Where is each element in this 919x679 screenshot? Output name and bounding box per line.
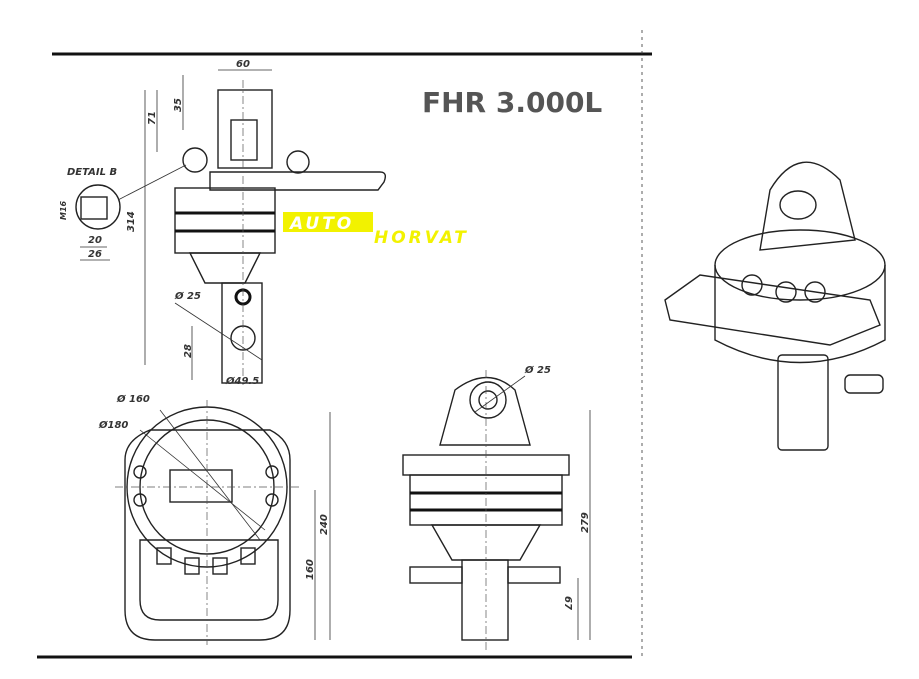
- dim-hole-25-front: Ø 25: [524, 364, 551, 376]
- rotator-body: [174, 187, 276, 254]
- hose-fitting-right: [286, 150, 310, 174]
- fitting-left: [409, 566, 463, 584]
- dim-hole-25: Ø 25: [174, 290, 201, 302]
- dim-180-dia: Ø180: [98, 419, 128, 431]
- detail-label: DETAIL B: [67, 167, 117, 178]
- shaft: [221, 282, 263, 384]
- iso-lug: [759, 161, 856, 251]
- dim-71: 71: [147, 111, 158, 125]
- dim-67: 67: [562, 596, 573, 610]
- dim-240: 240: [319, 514, 330, 535]
- bracket-arm: [209, 171, 387, 191]
- rotator-cone: [188, 252, 262, 284]
- dim-m16: M16: [59, 200, 68, 220]
- iso-frame: [664, 274, 881, 346]
- iso-shaft: [777, 354, 829, 451]
- dim-26: 26: [88, 249, 102, 260]
- frame-outline: [124, 429, 291, 641]
- fitting-right: [507, 566, 561, 584]
- side-view: 60 314 71 35 28 Ø 25 Ø49.5 DETAIL B M16 …: [59, 59, 387, 387]
- product-title: FHR 3.000L: [422, 86, 602, 119]
- watermark-logo: AUTO HORVAT: [283, 212, 469, 248]
- shaft: [461, 559, 509, 641]
- dim-160-dia: Ø 160: [116, 393, 150, 405]
- dim-28: 28: [183, 344, 194, 358]
- rotator-lug: [217, 89, 273, 169]
- dim-160: 160: [305, 559, 316, 580]
- lug-plate: [230, 119, 258, 161]
- dim-49-5: Ø49.5: [225, 375, 259, 387]
- top-view: Ø 160 Ø180 240 160: [98, 393, 331, 645]
- detail-circle: [75, 184, 121, 230]
- dim-314: 314: [126, 211, 137, 232]
- hose-fitting-left: [182, 147, 208, 173]
- dim-35: 35: [173, 98, 184, 112]
- dim-60: 60: [236, 59, 250, 70]
- front-view: Ø 25 279 67: [402, 364, 591, 650]
- watermark-horvat: HORVAT: [374, 228, 469, 248]
- dim-279: 279: [580, 512, 591, 533]
- lug: [439, 376, 531, 446]
- isometric-view: [664, 161, 886, 451]
- dim-20: 20: [88, 235, 102, 246]
- watermark-auto: AUTO: [288, 214, 354, 234]
